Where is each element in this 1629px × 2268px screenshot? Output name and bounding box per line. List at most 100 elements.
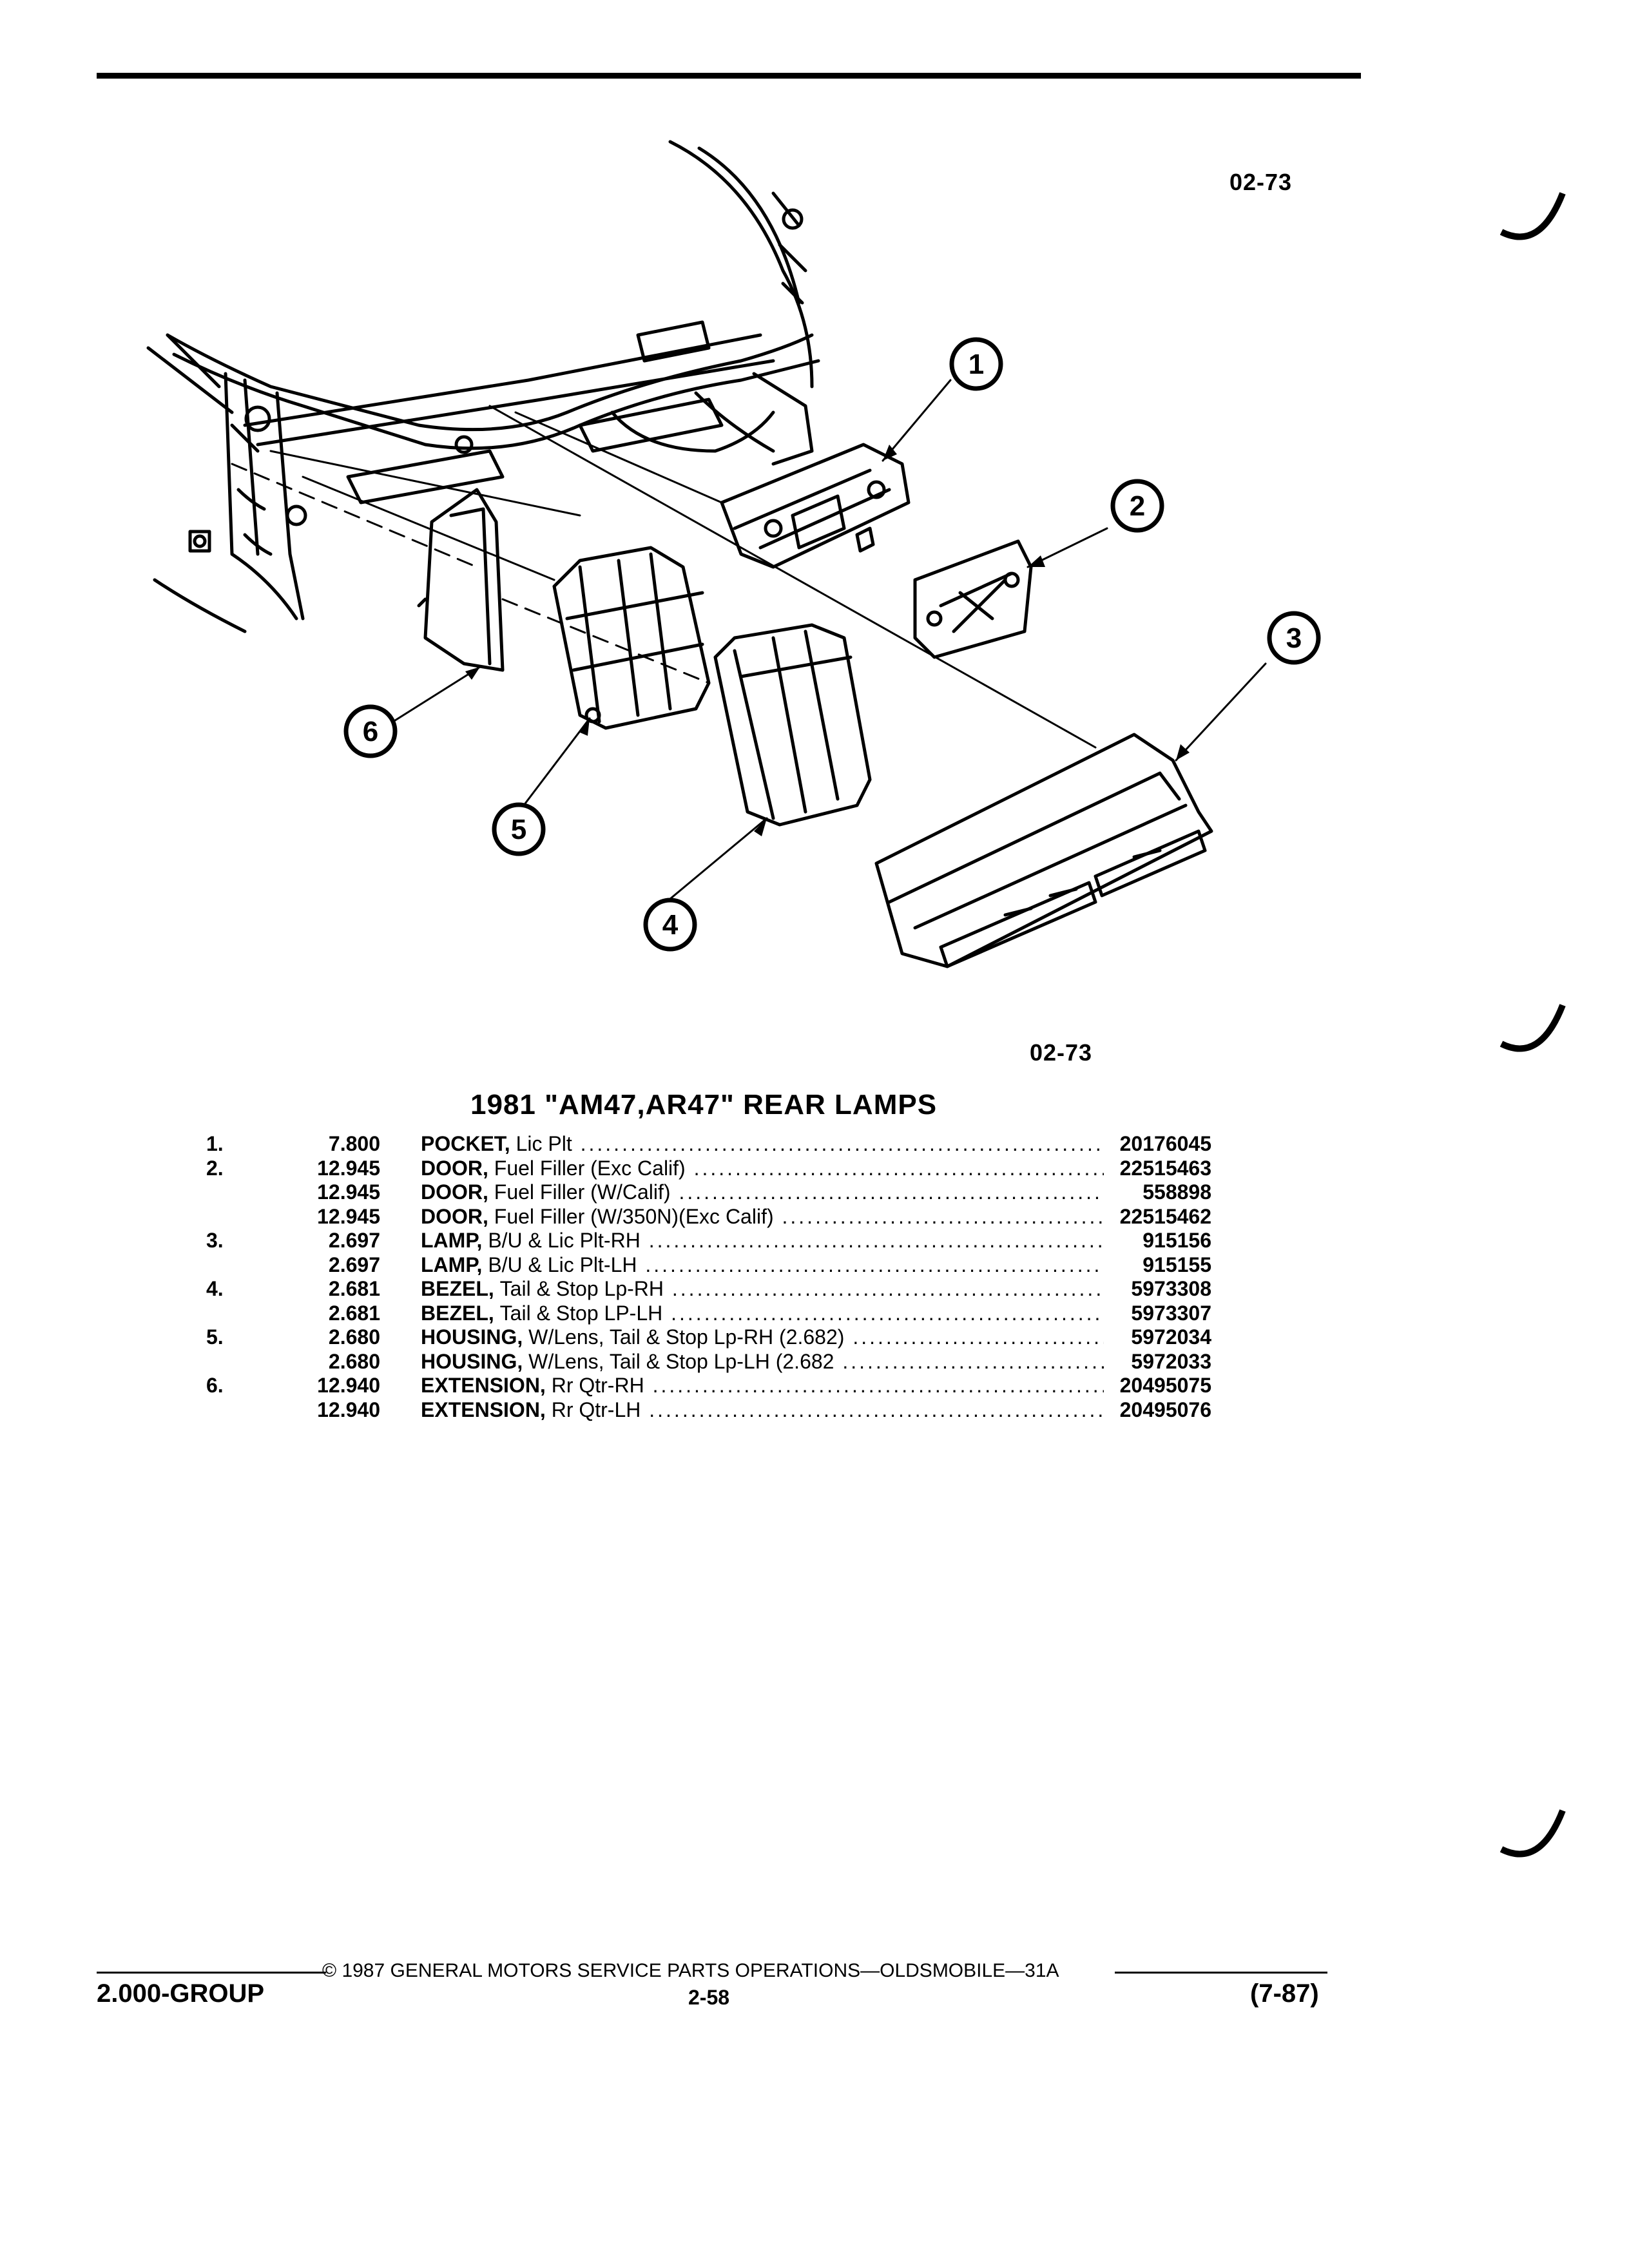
parts-row: 5. 2.680 HOUSING, W/Lens, Tail & Stop Lp-R… (206, 1325, 1211, 1350)
part-name: BEZEL, (421, 1277, 494, 1300)
part-number: 915155 (1142, 1253, 1211, 1276)
part-number: 5973308 (1131, 1277, 1211, 1300)
part-3-backup-lamp (874, 733, 1213, 968)
part-number: 20495075 (1119, 1374, 1211, 1397)
callout-5: 5 (492, 802, 546, 856)
exploded-view-diagram: 1 2 3 4 5 6 (146, 140, 1321, 968)
part-number: 22515462 (1119, 1204, 1211, 1228)
item-number: 1. (206, 1132, 224, 1155)
callout-number: 1 (969, 349, 984, 380)
part-name: LAMP, (421, 1229, 483, 1252)
part-description: DOOR, Fuel Filler (W/350N)(Exc Calif) ..… (421, 1205, 1104, 1229)
part-name: HOUSING, (421, 1349, 523, 1373)
part-description: EXTENSION, Rr Qtr-RH ...................… (421, 1374, 1104, 1398)
part-detail: Tail & Stop LP-LH (499, 1301, 663, 1325)
part-description: HOUSING, W/Lens, Tail & Stop Lp-LH (2.68… (421, 1350, 1104, 1374)
group-number: 12.945 (317, 1180, 380, 1204)
part-description: DOOR, Fuel Filler (Exc Calif) ..........… (421, 1157, 1104, 1181)
figure-code-bottom: 02-73 (1030, 1039, 1093, 1066)
part-detail: Lic Plt (516, 1132, 572, 1155)
part-description: BEZEL, Tail & Stop LP-LH ...............… (421, 1302, 1104, 1326)
part-number: 558898 (1142, 1180, 1211, 1204)
part-description: HOUSING, W/Lens, Tail & Stop Lp-RH (2.68… (421, 1325, 1104, 1350)
item-number: 5. (206, 1325, 224, 1349)
leader-dots: ........................................… (671, 1301, 1104, 1325)
part-description: EXTENSION, Rr Qtr-LH ...................… (421, 1398, 1104, 1423)
parts-row: 3. 2.697 LAMP, B/U & Lic Plt-RH ..........… (206, 1229, 1211, 1253)
leader-dots: ........................................… (782, 1204, 1104, 1228)
part-detail: Tail & Stop Lp-RH (499, 1277, 664, 1300)
part-detail: Fuel Filler (Exc Calif) (494, 1156, 686, 1180)
callout-3: 3 (1267, 611, 1321, 665)
part-detail: Fuel Filler (W/Calif) (494, 1180, 671, 1204)
item-number: 2. (206, 1156, 224, 1180)
part-detail: Fuel Filler (W/350N)(Exc Calif) (494, 1204, 774, 1228)
part-6-extension (417, 488, 505, 672)
leader-dots: ........................................… (842, 1349, 1104, 1373)
rear-body-panel (146, 140, 820, 633)
part-number: 22515463 (1119, 1156, 1211, 1180)
binder-punch-mark-bottom (1499, 1809, 1566, 1858)
part-detail: W/Lens, Tail & Stop Lp-LH (2.682 (528, 1349, 834, 1373)
footer-copyright: © 1987 GENERAL MOTORS SERVICE PARTS OPER… (322, 1960, 1059, 1981)
part-description: DOOR, Fuel Filler (W/Calif) ............… (421, 1180, 1104, 1205)
group-number: 12.940 (317, 1398, 380, 1421)
group-number: 2.681 (328, 1277, 380, 1300)
group-number: 12.945 (317, 1156, 380, 1180)
part-5-housing (552, 546, 711, 730)
part-name: DOOR, (421, 1156, 488, 1180)
leader-dots: ........................................… (679, 1180, 1104, 1204)
callout-6: 6 (343, 704, 398, 758)
callout-2: 2 (1110, 479, 1164, 533)
group-number: 2.697 (328, 1253, 380, 1276)
item-number: 3. (206, 1229, 224, 1252)
part-description: LAMP, B/U & Lic Plt-RH .................… (421, 1229, 1104, 1253)
callout-4: 4 (643, 898, 697, 952)
part-number: 20495076 (1119, 1398, 1211, 1421)
callout-number: 6 (363, 716, 378, 747)
figure-code-top: 02-73 (1229, 169, 1293, 195)
callout-number: 5 (511, 814, 526, 845)
part-name: LAMP, (421, 1253, 483, 1276)
part-detail: W/Lens, Tail & Stop Lp-RH (2.682) (528, 1325, 845, 1349)
leader-dots: ........................................… (652, 1374, 1104, 1397)
leader-dots: ........................................… (645, 1253, 1104, 1276)
part-name: EXTENSION, (421, 1374, 546, 1397)
item-number: 4. (206, 1277, 224, 1300)
leader-dots: ........................................… (853, 1325, 1104, 1349)
part-name: POCKET, (421, 1132, 510, 1155)
parts-row: 2.681 BEZEL, Tail & Stop LP-LH ..........… (206, 1302, 1211, 1326)
group-number: 2.681 (328, 1301, 380, 1325)
footer-rule-right (1115, 1972, 1327, 1974)
parts-row: 2. 12.945 DOOR, Fuel Filler (Exc Calif) ..… (206, 1157, 1211, 1181)
part-detail: Rr Qtr-LH (551, 1398, 641, 1421)
binder-punch-mark-top (1499, 192, 1566, 240)
part-number: 20176045 (1119, 1132, 1211, 1155)
group-number: 12.945 (317, 1204, 380, 1228)
part-description: POCKET, Lic Plt ........................… (421, 1132, 1104, 1157)
group-number: 2.697 (328, 1229, 380, 1252)
page-number: 2-58 (688, 1986, 730, 2009)
leader-dots: ........................................… (580, 1132, 1104, 1155)
group-number: 12.940 (317, 1374, 380, 1397)
group-number: 2.680 (328, 1325, 380, 1349)
part-name: HOUSING, (421, 1325, 523, 1349)
parts-row: 4. 2.681 BEZEL, Tail & Stop Lp-RH ........… (206, 1277, 1211, 1302)
catalog-title: 1981 "AM47,AR47" REAR LAMPS (470, 1089, 938, 1120)
leader-dots: ........................................… (693, 1156, 1104, 1180)
leader-dots: ........................................… (648, 1229, 1104, 1252)
part-name: DOOR, (421, 1204, 488, 1228)
footer-rule-left (97, 1972, 326, 1974)
part-description: BEZEL, Tail & Stop Lp-RH ...............… (421, 1277, 1104, 1302)
part-1-license-pocket (720, 443, 911, 569)
part-number: 915156 (1142, 1229, 1211, 1252)
part-number: 5973307 (1131, 1301, 1211, 1325)
parts-row: 12.945 DOOR, Fuel Filler (W/350N)(Exc Cal… (206, 1205, 1211, 1229)
part-number: 5972034 (1131, 1325, 1211, 1349)
binder-punch-mark-middle (1499, 1004, 1566, 1052)
part-description: LAMP, B/U & Lic Plt-LH .................… (421, 1253, 1104, 1278)
revision-date: (7-87) (1250, 1979, 1319, 2008)
